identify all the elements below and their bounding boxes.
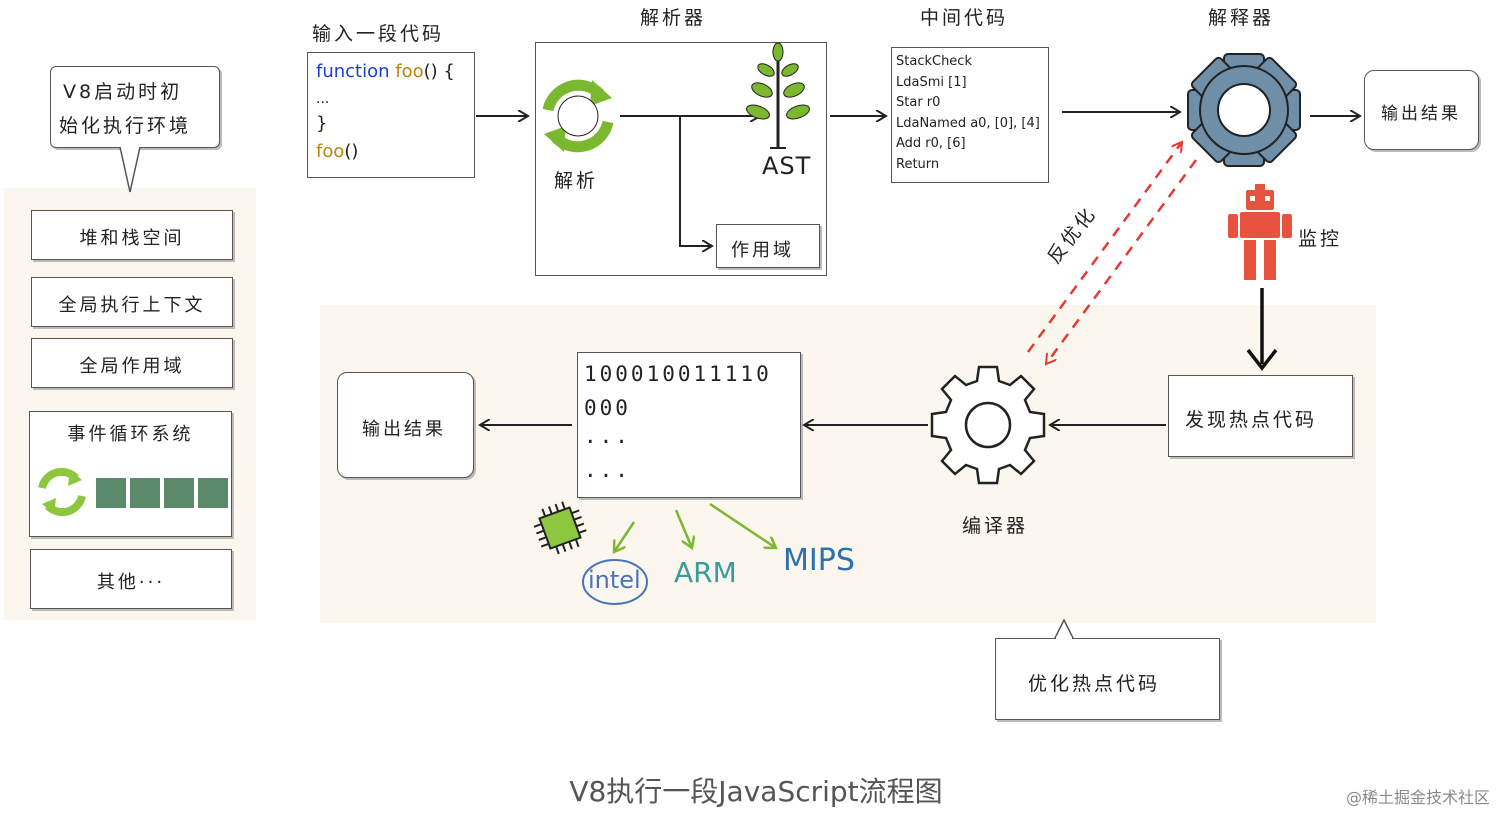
global-scope-label: 全局作用域 [79,356,185,377]
bytecode-line: LdaNamed a0, [0], [4] [896,115,1040,131]
parse-cycle-icon [542,79,614,153]
code-line-decl: function foo() { [316,57,466,87]
bytecode-line: LdaSmi [1] [896,74,967,90]
input-code-box: function foo() { ... } foo() [307,52,475,178]
startup-bubble-line2: 始化执行环境 [59,115,192,137]
queue-block [164,478,194,508]
bytecode-box: StackCheck LdaSmi [1] Star r0 LdaNamed a… [891,47,1049,183]
compiler-label: 编译器 [962,515,1029,537]
others-box: 其他··· [30,549,232,609]
interpreter-title: 解释器 [1208,7,1275,29]
watermark: @稀土掘金技术社区 [1345,788,1490,807]
machine-code-line: ··· [584,430,631,454]
hot-code-label: 发现热点代码 [1185,409,1318,431]
scope-box: 作用域 [716,224,820,268]
bytecode-line: Star r0 [896,95,941,110]
output-top-box: 输出结果 [1364,70,1479,150]
arrow-monitor-to-hotcode [1246,288,1278,371]
optimize-callout-label: 优化热点代码 [1028,673,1161,695]
jit-panel-background [320,305,1376,623]
others-label: 其他··· [96,572,166,593]
interpreter-gear-icon [1187,53,1301,167]
arrow-to-intel [614,521,636,552]
compiler-gear-icon [930,365,1046,485]
code-call: foo() [316,141,359,162]
monitor-label: 监控 [1298,228,1343,250]
bytecode-line: StackCheck [896,54,972,69]
machine-code-line: ··· [584,464,631,488]
deopt-arrow-down [1046,159,1198,364]
bytecode-line: Add r0, [6] [896,136,966,151]
code-keyword: function [316,61,390,82]
callout-tail [1054,618,1074,640]
global-scope-box: 全局作用域 [31,338,233,388]
arm-label: ARM [674,556,737,589]
cpu-chip-icon [533,501,587,555]
code-fn-decl: foo() { [395,61,455,82]
code-ellipsis: ... [316,91,330,107]
bubble-tail [119,145,141,193]
global-context-label: 全局执行上下文 [58,295,206,316]
parse-label: 解析 [554,170,599,192]
input-code-title: 输入一段代码 [312,23,445,45]
startup-bubble-line1: V8启动时初 [63,81,183,103]
robot-monitor-icon [1228,184,1292,280]
scope-label: 作用域 [731,240,794,261]
output-top-label: 输出结果 [1381,104,1461,124]
event-loop-label: 事件循环系统 [67,424,194,445]
optimize-callout-box: 优化热点代码 [995,638,1220,720]
queue-block [96,478,126,508]
bytecode-title: 中间代码 [920,7,1009,29]
machine-code-box: 100010011110 000 ··· ··· [577,352,801,498]
queue-block [130,478,160,508]
startup-bubble: V8启动时初 始化执行环境 [50,66,220,148]
output-bottom-box: 输出结果 [337,372,474,478]
event-loop-cycle-icon [38,467,86,517]
mips-label: MIPS [783,543,855,578]
heap-stack-box: 堆和栈空间 [31,210,233,260]
bytecode-line: Return [896,156,940,172]
code-close-brace: } [316,113,328,134]
machine-code-line: 100010011110 [584,362,772,386]
heap-stack-label: 堆和栈空间 [79,228,185,249]
arrow-parse-to-scope [679,116,712,246]
parser-title: 解析器 [640,7,707,29]
deopt-arrow-up [1026,142,1182,353]
output-bottom-label: 输出结果 [362,419,446,440]
arrow-to-arm [674,509,692,548]
global-context-box: 全局执行上下文 [31,277,233,327]
ast-label: AST [762,152,812,180]
arrow-to-mips [709,502,776,548]
left-panel-background [4,188,256,620]
machine-code-line: 000 [584,396,631,420]
diagram-caption: V8执行一段JavaScript流程图 [569,775,943,808]
queue-block [198,478,228,508]
ast-tree-icon [746,42,810,149]
intel-logo-ring [582,559,648,605]
intel-label: intel [588,566,641,594]
hot-code-box: 发现热点代码 [1168,375,1353,457]
